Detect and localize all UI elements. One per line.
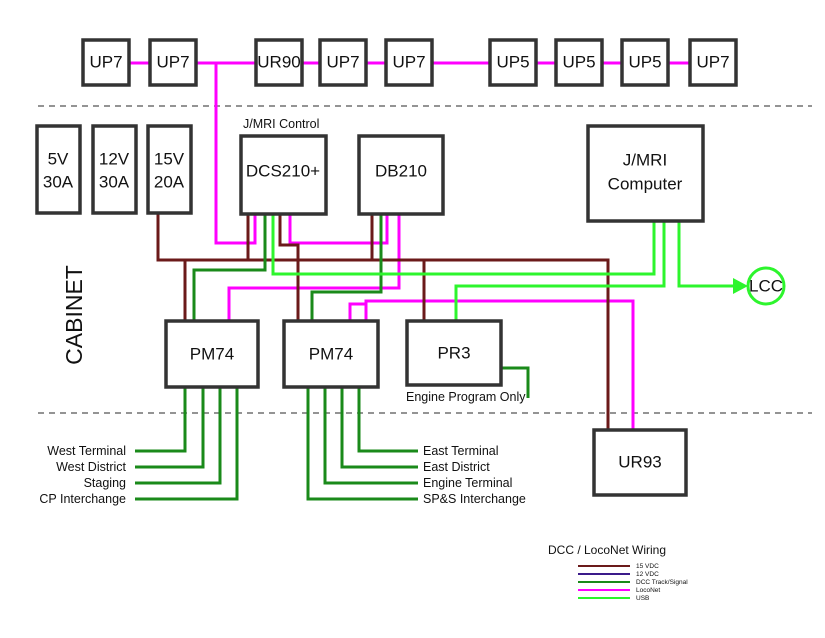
computer-line1: J/MRI bbox=[623, 150, 667, 169]
legend-title: DCC / LocoNet Wiring bbox=[548, 543, 666, 557]
booster-label: DB210 bbox=[375, 161, 427, 180]
power-volts: 5V bbox=[48, 149, 69, 168]
power-amps: 20A bbox=[154, 172, 185, 191]
pr3-label: PR3 bbox=[437, 343, 470, 362]
top-box bbox=[554, 38, 604, 87]
district-label: CP Interchange bbox=[39, 492, 126, 506]
legend: DCC / LocoNet Wiring 15 VDC 12 VDC DCC T… bbox=[548, 543, 688, 602]
district-label: Engine Terminal bbox=[423, 476, 512, 490]
top-box bbox=[148, 38, 198, 87]
loconet-to-ur93 bbox=[364, 299, 635, 430]
district-label: Staging bbox=[84, 476, 126, 490]
district-label: West Terminal bbox=[47, 444, 126, 458]
power-amps: 30A bbox=[99, 172, 130, 191]
dcc-engine-terminal bbox=[323, 387, 418, 485]
usb-to-lcc bbox=[677, 221, 735, 288]
legend-item: 12 VDC bbox=[636, 571, 659, 578]
dcc-sps-interchange bbox=[306, 387, 418, 501]
pm74-right-label: PM74 bbox=[309, 344, 353, 363]
district-label: SP&S Interchange bbox=[423, 492, 526, 506]
pm74-right-box bbox=[282, 319, 380, 389]
top-box-label: UP5 bbox=[628, 52, 661, 71]
power-amps: 30A bbox=[43, 172, 74, 191]
top-box-label: UR90 bbox=[257, 52, 300, 71]
pr3-note: Engine Program Only bbox=[406, 390, 526, 404]
top-box-label: UP7 bbox=[326, 52, 359, 71]
power-supply-5v bbox=[35, 124, 82, 215]
dcc-east-district bbox=[340, 387, 418, 469]
power-pm74-right bbox=[278, 214, 300, 321]
top-box-label: UP7 bbox=[392, 52, 425, 71]
loconet-drop bbox=[214, 63, 257, 245]
dcc-dcs-to-pm74 bbox=[192, 214, 267, 321]
pr3-box bbox=[405, 319, 503, 387]
power-supplies: 5V 30A 12V 30A 15V 20A bbox=[35, 124, 193, 215]
district-label: East District bbox=[423, 460, 490, 474]
dcc-pr3-program bbox=[501, 366, 530, 398]
usb-pr3-to-computer bbox=[454, 221, 666, 321]
power-supply-15v bbox=[146, 124, 193, 215]
legend-item: DCC Track/Signal bbox=[636, 579, 688, 586]
legend-item: LocoNet bbox=[636, 587, 660, 594]
top-box-label: UP5 bbox=[496, 52, 529, 71]
lcc-label: LCC bbox=[749, 276, 783, 295]
power-volts: 15V bbox=[154, 149, 185, 168]
power-supply-12v bbox=[91, 124, 138, 215]
booster-box bbox=[357, 134, 445, 216]
top-box-label: UP7 bbox=[156, 52, 189, 71]
power-15v-main bbox=[156, 205, 610, 430]
dcc-db-to-pm74 bbox=[310, 214, 383, 321]
pm74-left-box bbox=[164, 319, 260, 389]
dcc-staging bbox=[135, 387, 222, 485]
legend-item: USB bbox=[636, 595, 649, 602]
right-districts: East Terminal East District Engine Termi… bbox=[423, 444, 526, 506]
cabinet-label: CABINET bbox=[61, 265, 87, 365]
top-box bbox=[81, 38, 131, 87]
top-box bbox=[488, 38, 538, 87]
top-box bbox=[318, 38, 368, 87]
computer-line2: Computer bbox=[608, 174, 683, 193]
usb-arrowhead bbox=[733, 278, 748, 294]
loconet-to-pm74-left bbox=[227, 214, 401, 321]
power-volts: 12V bbox=[99, 149, 130, 168]
top-row: UP7 UP7 UR90 UP7 UP7 UP5 UP5 UP5 UP7 bbox=[81, 38, 738, 87]
computer-box bbox=[586, 124, 705, 223]
command-station-label: DCS210+ bbox=[246, 161, 320, 180]
district-label: East Terminal bbox=[423, 444, 499, 458]
ur93-box bbox=[592, 428, 688, 497]
loconet-pm74-right-a bbox=[348, 302, 366, 321]
legend-item: 15 VDC bbox=[636, 563, 659, 570]
dcc-east-terminal bbox=[357, 387, 418, 453]
top-box bbox=[384, 38, 434, 87]
top-box-label: UP7 bbox=[696, 52, 729, 71]
command-station-box bbox=[239, 134, 328, 216]
loconet-dcs-db bbox=[288, 214, 389, 245]
top-box bbox=[688, 38, 738, 87]
top-box-label: UP7 bbox=[89, 52, 122, 71]
district-label: West District bbox=[56, 460, 126, 474]
usb-dcs-to-computer bbox=[271, 214, 656, 276]
pm74-left-label: PM74 bbox=[190, 344, 234, 363]
top-box-label: UP5 bbox=[562, 52, 595, 71]
jmri-control-label: J/MRI Control bbox=[243, 117, 319, 131]
top-box bbox=[254, 38, 304, 87]
ur93-label: UR93 bbox=[618, 452, 661, 471]
dcc-west-district bbox=[135, 387, 205, 469]
dcc-cp-interchange bbox=[135, 387, 239, 501]
top-box bbox=[620, 38, 670, 87]
left-districts: West Terminal West District Staging CP I… bbox=[39, 444, 126, 506]
lcc-node bbox=[746, 266, 786, 306]
dcc-west-terminal bbox=[135, 387, 187, 453]
